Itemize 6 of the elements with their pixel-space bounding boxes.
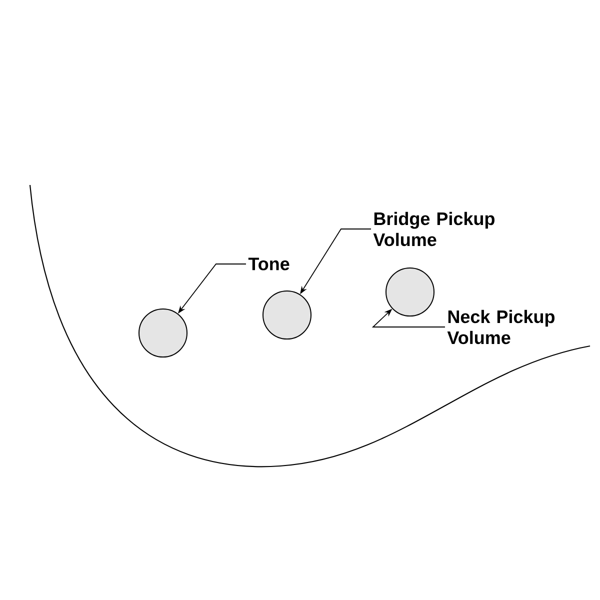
- knob-label: Tone: [248, 258, 290, 270]
- knob-circle: [138, 308, 188, 358]
- knob-label: Bridge Pickup Volume: [373, 212, 494, 246]
- knob-circle: [262, 290, 312, 340]
- knob-label: Neck Pickup Volume: [447, 310, 554, 344]
- knob-circle: [386, 268, 434, 316]
